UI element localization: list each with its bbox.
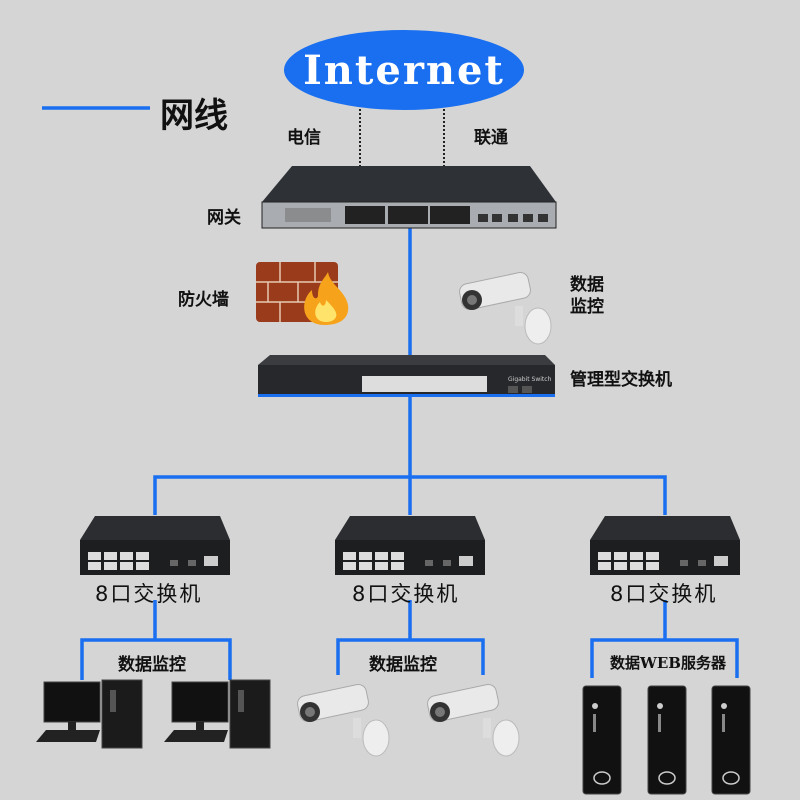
server-icon-3: [711, 685, 751, 795]
camera-label-line1: 数据: [570, 275, 604, 295]
access-switch-label-2: 8口交换机: [352, 582, 460, 606]
group-label-2: 数据监控: [369, 655, 437, 675]
isp-telecom-label: 电信: [287, 128, 321, 148]
firewall-icon: [256, 262, 349, 325]
isp-dotted-lines: [359, 105, 445, 180]
internet-cloud: Internet: [284, 30, 524, 110]
access-switch-device-1: [80, 516, 230, 575]
camera-top-icon: [459, 271, 552, 345]
camera-icon-2: [427, 683, 520, 757]
server-icon-1: [582, 685, 622, 795]
pc-icon-1: [36, 679, 143, 749]
group-label-1: 数据监控: [118, 655, 186, 675]
camera-label-line2: 监控: [570, 297, 604, 317]
legend-label: 网线: [160, 96, 228, 136]
firewall-label: 防火墙: [178, 290, 229, 310]
core-switch-label: 管理型交换机: [570, 370, 672, 390]
pc-icon-2: [164, 679, 271, 749]
server-icon-2: [647, 685, 687, 795]
isp-unicom-label: 联通: [474, 128, 508, 148]
core-switch-device: Gigabit Switch: [258, 355, 555, 397]
internet-label: Internet: [303, 46, 505, 94]
access-switch-label-1: 8口交换机: [95, 582, 203, 606]
access-switch-label-3: 8口交换机: [610, 582, 718, 606]
camera-icon-1: [297, 683, 390, 757]
access-switch-device-2: [335, 516, 485, 575]
gateway-label: 网关: [207, 208, 241, 228]
access-switch-device-3: [590, 516, 740, 575]
group-label-3: 数据WEB服务器: [610, 654, 726, 672]
cable-lines: [42, 106, 739, 680]
core-switch-brand: Gigabit Switch: [508, 376, 552, 383]
gateway-device: [261, 166, 557, 229]
